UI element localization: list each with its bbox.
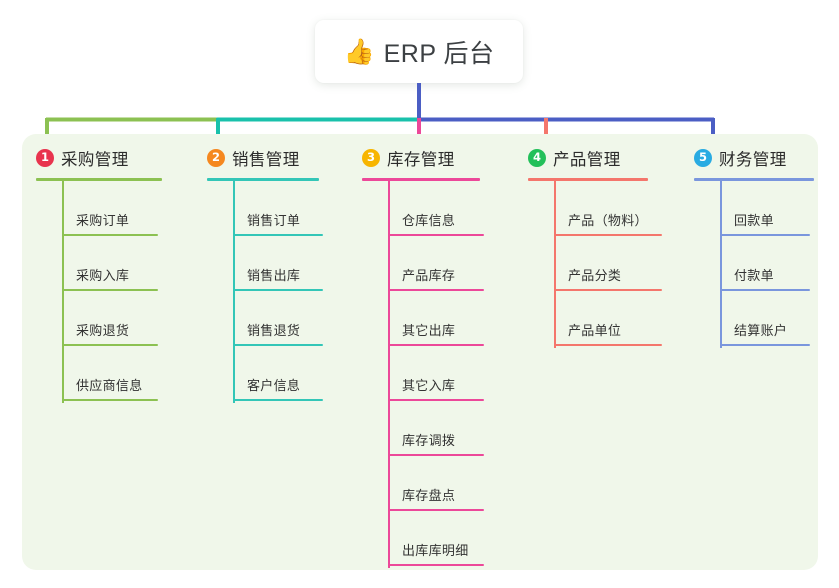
- branch-item-underline: [388, 564, 484, 566]
- root-node-title: ERP 后台: [383, 39, 495, 68]
- branch-item[interactable]: 库存盘点: [388, 485, 484, 511]
- branch-item-label: 销售订单: [247, 213, 301, 228]
- branch-item[interactable]: 其它入库: [388, 375, 484, 401]
- branch-trunk-4: [554, 178, 556, 348]
- thumbs-up-icon: 👍: [343, 37, 375, 66]
- branch-item[interactable]: 回款单: [720, 210, 810, 236]
- branch-item[interactable]: 供应商信息: [62, 375, 158, 401]
- branch-item[interactable]: 采购退货: [62, 320, 158, 346]
- branch-item[interactable]: 客户信息: [233, 375, 323, 401]
- branch-item-underline: [720, 234, 810, 236]
- branch-item[interactable]: 销售出库: [233, 265, 323, 291]
- branch-item-underline: [62, 399, 158, 401]
- branch-item[interactable]: 采购订单: [62, 210, 158, 236]
- branch-item-underline: [233, 344, 323, 346]
- branch-item-underline: [388, 454, 484, 456]
- branch-item-underline: [554, 289, 662, 291]
- branch-item-label: 回款单: [734, 213, 774, 228]
- branch-column-5: 5 财务管理回款单付款单结算账户: [694, 134, 824, 570]
- branch-item-underline: [62, 344, 158, 346]
- branch-column-2: 2 销售管理销售订单销售出库销售退货客户信息: [207, 134, 329, 570]
- branch-underline-1: [36, 178, 162, 181]
- branch-item-underline: [720, 344, 810, 346]
- branch-underline-2: [207, 178, 319, 181]
- root-node[interactable]: 👍 ERP 后台: [315, 20, 523, 83]
- branch-item-underline: [388, 289, 484, 291]
- branch-badge-2: 2: [207, 149, 225, 167]
- branch-header-2[interactable]: 2 销售管理: [207, 146, 300, 170]
- branch-item[interactable]: 付款单: [720, 265, 810, 291]
- branch-trunk-5: [720, 178, 722, 348]
- branch-item-label: 产品分类: [568, 268, 622, 283]
- branch-item-label: 供应商信息: [76, 378, 143, 393]
- branch-item-label: 采购订单: [76, 213, 130, 228]
- branch-item[interactable]: 其它出库: [388, 320, 484, 346]
- branch-item-underline: [388, 234, 484, 236]
- branch-item[interactable]: 库存调拨: [388, 430, 484, 456]
- branch-header-5[interactable]: 5 财务管理: [694, 146, 787, 170]
- branch-item-label: 采购入库: [76, 268, 130, 283]
- branch-item[interactable]: 产品分类: [554, 265, 662, 291]
- branch-badge-5: 5: [694, 149, 712, 167]
- branch-header-1[interactable]: 1 采购管理: [36, 146, 129, 170]
- branch-item-label: 产品（物料）: [568, 213, 648, 228]
- branch-underline-3: [362, 178, 480, 181]
- branch-item[interactable]: 销售订单: [233, 210, 323, 236]
- branch-title-1: 采购管理: [61, 151, 129, 169]
- branch-badge-4: 4: [528, 149, 546, 167]
- branch-item-underline: [233, 289, 323, 291]
- branch-item-underline: [388, 344, 484, 346]
- branch-item[interactable]: 采购入库: [62, 265, 158, 291]
- branch-item[interactable]: 仓库信息: [388, 210, 484, 236]
- branch-badge-3: 3: [362, 149, 380, 167]
- branch-badge-1: 1: [36, 149, 54, 167]
- branch-item-label: 产品库存: [402, 268, 456, 283]
- branch-trunk-3: [388, 178, 390, 568]
- branch-item-label: 采购退货: [76, 323, 130, 338]
- branch-item-underline: [388, 509, 484, 511]
- branch-title-3: 库存管理: [387, 151, 455, 169]
- root-node-content: 👍 ERP 后台: [343, 34, 494, 70]
- branch-item-label: 库存盘点: [402, 488, 456, 503]
- branch-column-3: 3 库存管理仓库信息产品库存其它出库其它入库库存调拨库存盘点出库库明细: [362, 134, 490, 570]
- branch-item-label: 产品单位: [568, 323, 622, 338]
- branch-item-label: 其它出库: [402, 323, 456, 338]
- branch-item[interactable]: 产品（物料）: [554, 210, 662, 236]
- branch-item-underline: [233, 399, 323, 401]
- branches-panel: 1 采购管理采购订单采购入库采购退货供应商信息 2 销售管理销售订单销售出库销售退货客…: [22, 134, 818, 570]
- branch-item-underline: [62, 234, 158, 236]
- branch-item[interactable]: 结算账户: [720, 320, 810, 346]
- branch-header-4[interactable]: 4 产品管理: [528, 146, 621, 170]
- branch-item-label: 仓库信息: [402, 213, 456, 228]
- branch-item[interactable]: 销售退货: [233, 320, 323, 346]
- branch-item-label: 结算账户: [734, 323, 788, 338]
- branch-item-label: 客户信息: [247, 378, 301, 393]
- branch-item[interactable]: 出库库明细: [388, 540, 484, 566]
- branch-item-underline: [388, 399, 484, 401]
- branch-item-underline: [720, 289, 810, 291]
- branch-item-underline: [233, 234, 323, 236]
- branch-item-label: 其它入库: [402, 378, 456, 393]
- branch-underline-4: [528, 178, 648, 181]
- branch-item-label: 库存调拨: [402, 433, 456, 448]
- branch-item-label: 销售出库: [247, 268, 301, 283]
- branch-item-label: 付款单: [734, 268, 774, 283]
- branch-item-underline: [62, 289, 158, 291]
- branch-underline-5: [694, 178, 814, 181]
- branch-item[interactable]: 产品库存: [388, 265, 484, 291]
- branch-item-label: 销售退货: [247, 323, 301, 338]
- branch-title-5: 财务管理: [719, 151, 787, 169]
- branch-column-1: 1 采购管理采购订单采购入库采购退货供应商信息: [36, 134, 172, 570]
- branch-column-4: 4 产品管理产品（物料） 产品分类产品单位: [528, 134, 662, 570]
- branch-item-underline: [554, 234, 662, 236]
- branch-item-underline: [554, 344, 662, 346]
- branch-header-3[interactable]: 3 库存管理: [362, 146, 455, 170]
- branch-title-2: 销售管理: [232, 151, 300, 169]
- branch-title-4: 产品管理: [553, 151, 621, 169]
- branch-item[interactable]: 产品单位: [554, 320, 662, 346]
- branch-item-label: 出库库明细: [402, 543, 469, 558]
